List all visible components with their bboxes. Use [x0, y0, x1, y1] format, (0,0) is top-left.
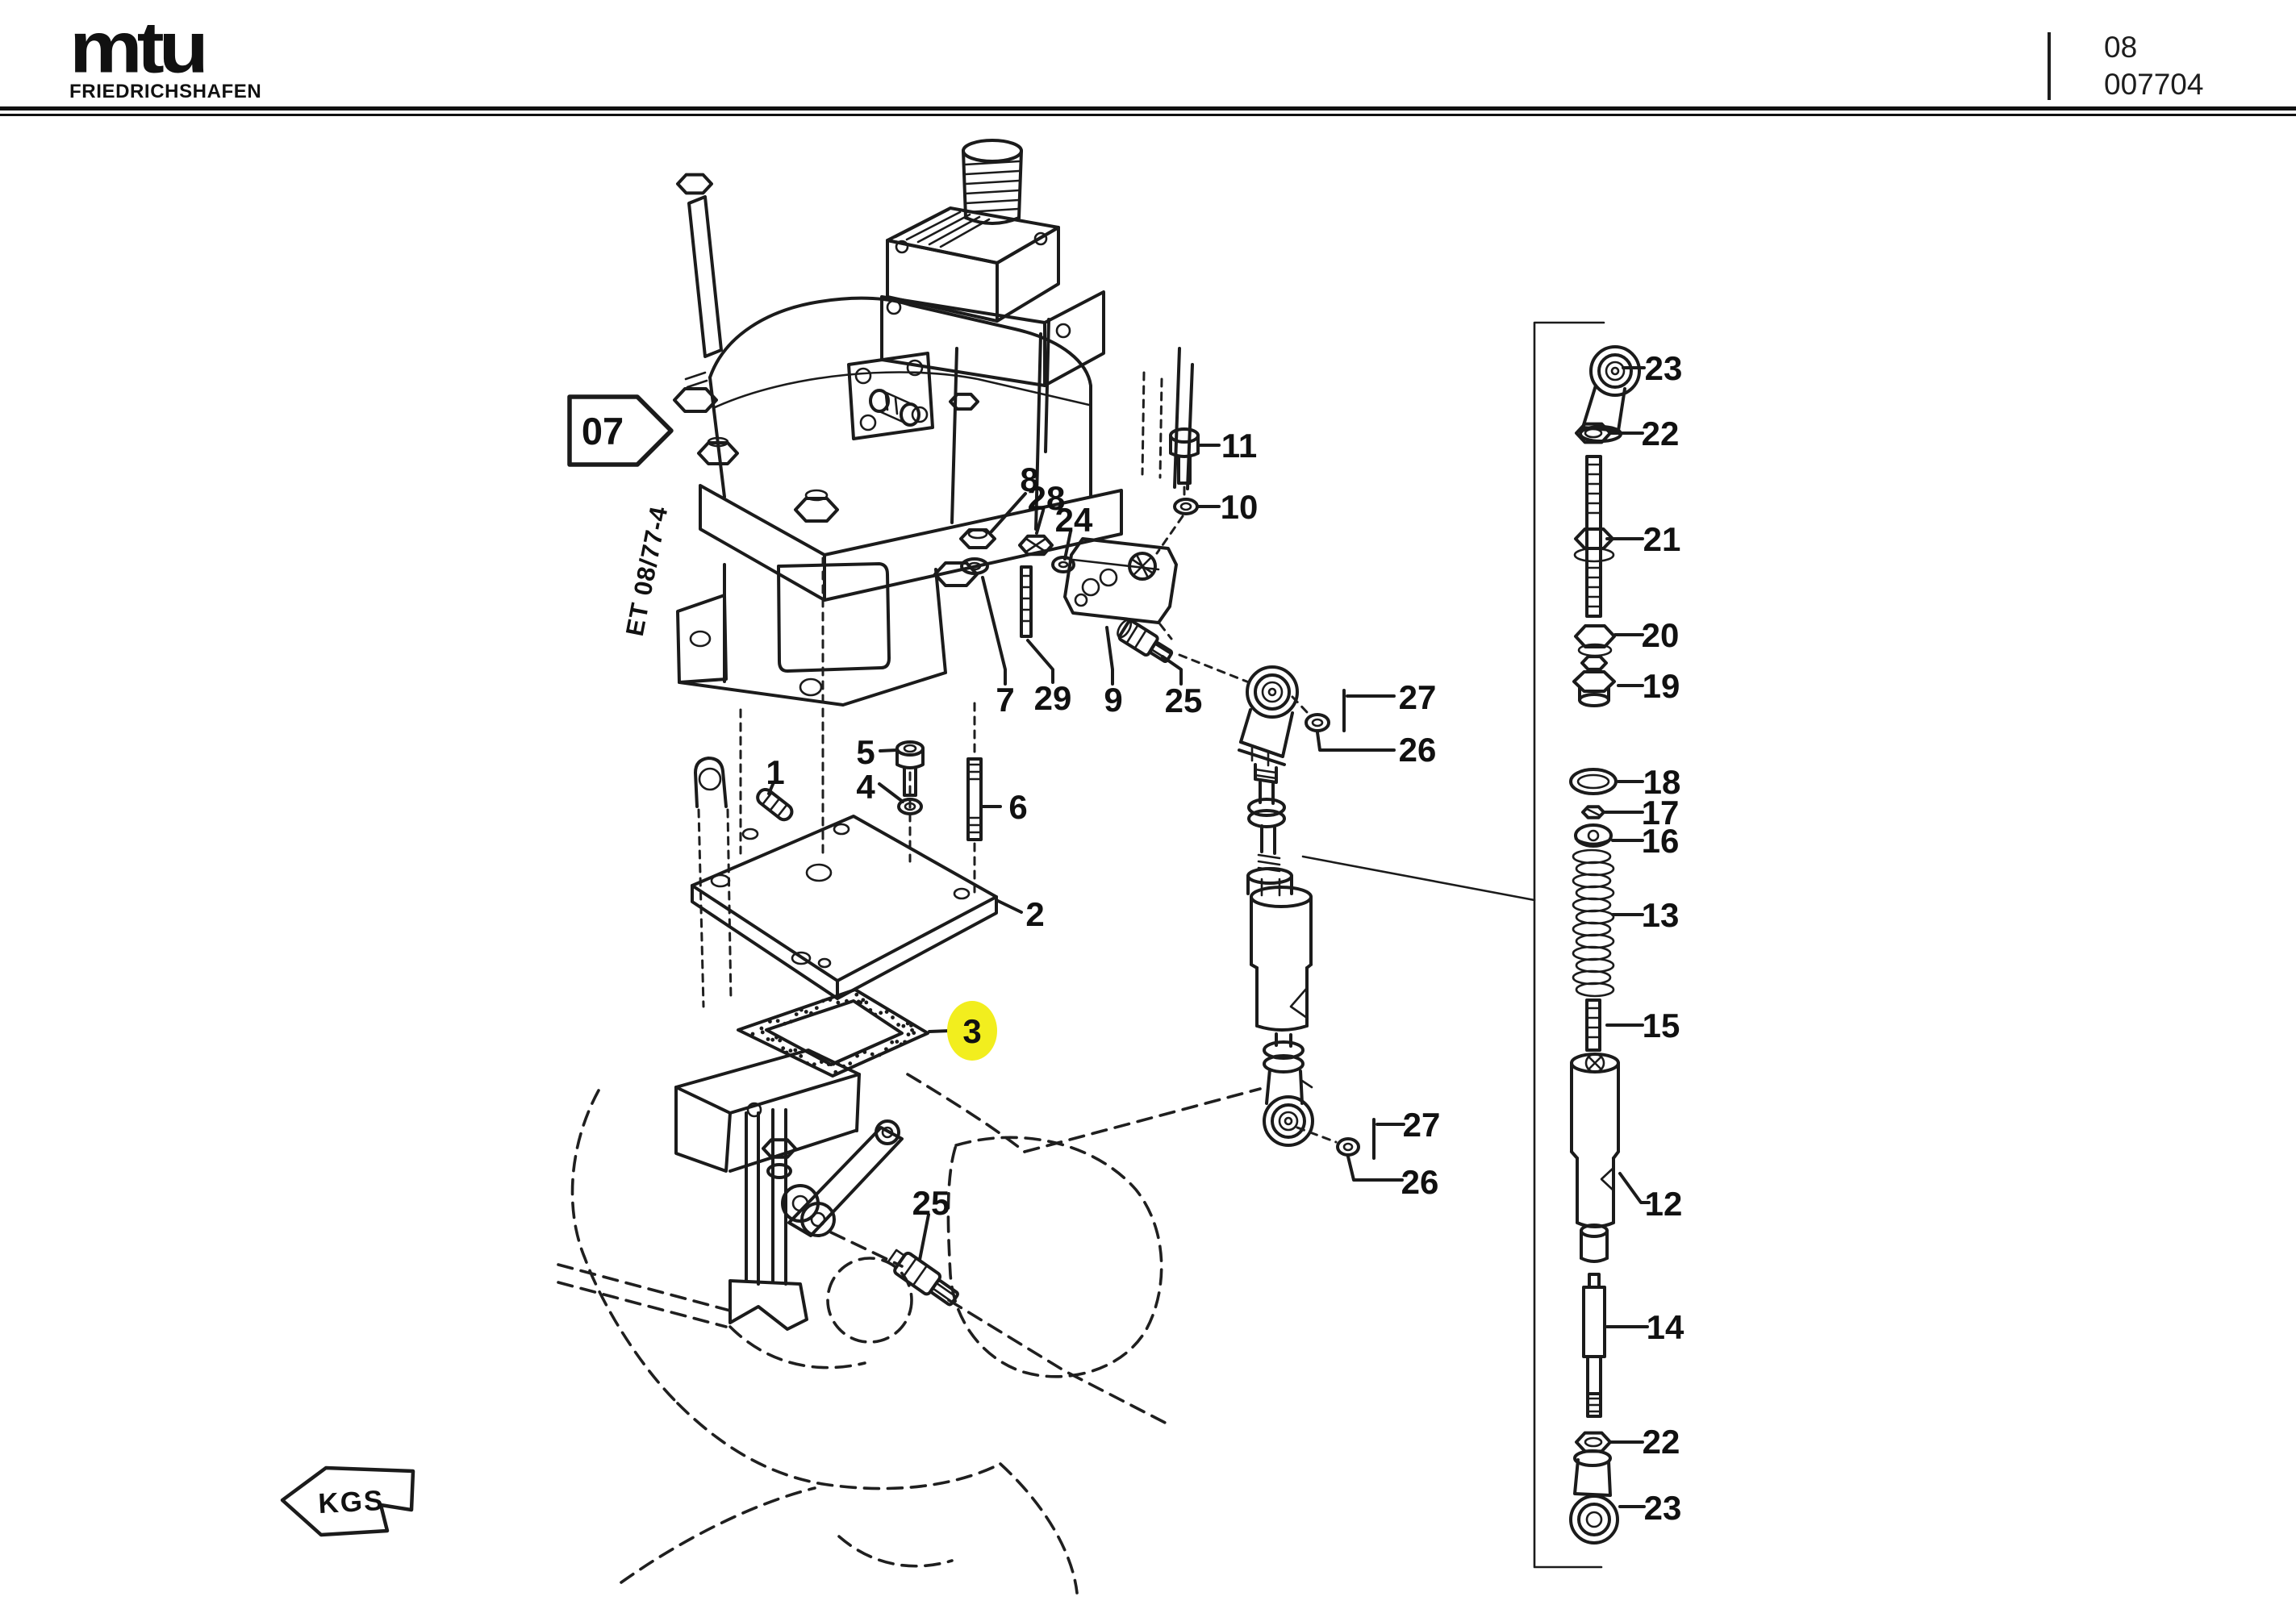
governor-assembly	[673, 139, 1194, 732]
kgs-arrow: KGS	[280, 1465, 415, 1537]
page-code: 08 007704	[2104, 29, 2203, 104]
linkage-parts-column	[1533, 321, 1641, 1569]
control-linkage	[1178, 653, 1536, 1182]
callout-c18: 18	[1643, 763, 1681, 801]
edition-note: ET 08/77-4	[620, 503, 674, 638]
callout-c16: 16	[1642, 822, 1680, 860]
reference-arrow-07: 07	[567, 394, 674, 467]
callout-c26b: 26	[1401, 1163, 1439, 1201]
callout-c21: 21	[1643, 520, 1681, 558]
callout-c8: 8	[1020, 461, 1038, 498]
page-group: 08	[2104, 31, 2138, 64]
adjuster-screw	[1117, 619, 1174, 664]
callout-c1: 1	[766, 753, 784, 791]
callout-c20: 20	[1642, 616, 1680, 654]
mtu-logo-word: mtu	[69, 6, 209, 89]
group-bracket	[1533, 321, 1605, 1569]
callout-c2: 2	[1025, 895, 1044, 933]
reference-arrow-label: 07	[582, 410, 624, 452]
callout-c23a: 23	[1645, 349, 1683, 387]
mtu-logo: mtu FRIEDRICHSHAFEN	[69, 11, 261, 102]
callout-c5: 5	[856, 733, 875, 771]
callout-c22b: 22	[1643, 1423, 1680, 1461]
callout-c29: 29	[1034, 679, 1072, 717]
callout-c24: 24	[1055, 501, 1093, 539]
mtu-logo-sub: FRIEDRICHSHAFEN	[69, 81, 262, 102]
mounting-plate-group	[691, 702, 998, 1008]
spring-13	[1572, 848, 1615, 998]
header-rule-bottom	[0, 114, 2296, 116]
callout-c19: 19	[1643, 667, 1680, 705]
lower-screw-25	[887, 1249, 959, 1307]
highlight-ellipse	[947, 1001, 997, 1061]
callout-c13: 13	[1642, 896, 1680, 934]
callout-c3: 3	[962, 1012, 981, 1050]
callout-c12: 12	[1645, 1185, 1683, 1223]
callout-c23b: 23	[1644, 1489, 1682, 1527]
engine-block	[557, 1048, 1262, 1595]
callout-c7: 7	[996, 681, 1014, 719]
header-rule-top	[0, 106, 2296, 110]
callout-c25a: 25	[1165, 682, 1203, 719]
callout-c25b: 25	[912, 1184, 950, 1222]
callout-c6: 6	[1008, 788, 1027, 826]
callout-c14: 14	[1647, 1308, 1684, 1346]
callout-c15: 15	[1643, 1007, 1680, 1044]
callout-c26a: 26	[1399, 731, 1437, 769]
callout-labels: 1234567891011242525262627272829232221201…	[766, 349, 1684, 1527]
header-divider	[2048, 32, 2051, 100]
callout-c9: 9	[1104, 681, 1122, 719]
page-number: 007704	[2104, 68, 2204, 102]
callout-c27b: 27	[1403, 1106, 1441, 1144]
callout-c27a: 27	[1399, 678, 1437, 716]
leader-lines	[767, 366, 1651, 1508]
governor-fasteners	[959, 427, 1200, 664]
callout-c4: 4	[856, 768, 875, 806]
callout-c17: 17	[1642, 794, 1680, 832]
callout-c10: 10	[1221, 488, 1259, 526]
callout-c28: 28	[1028, 479, 1066, 517]
callout-c11: 11	[1221, 427, 1257, 465]
kgs-arrow-label: KGS	[318, 1485, 386, 1520]
callout-c22a: 22	[1642, 415, 1680, 452]
